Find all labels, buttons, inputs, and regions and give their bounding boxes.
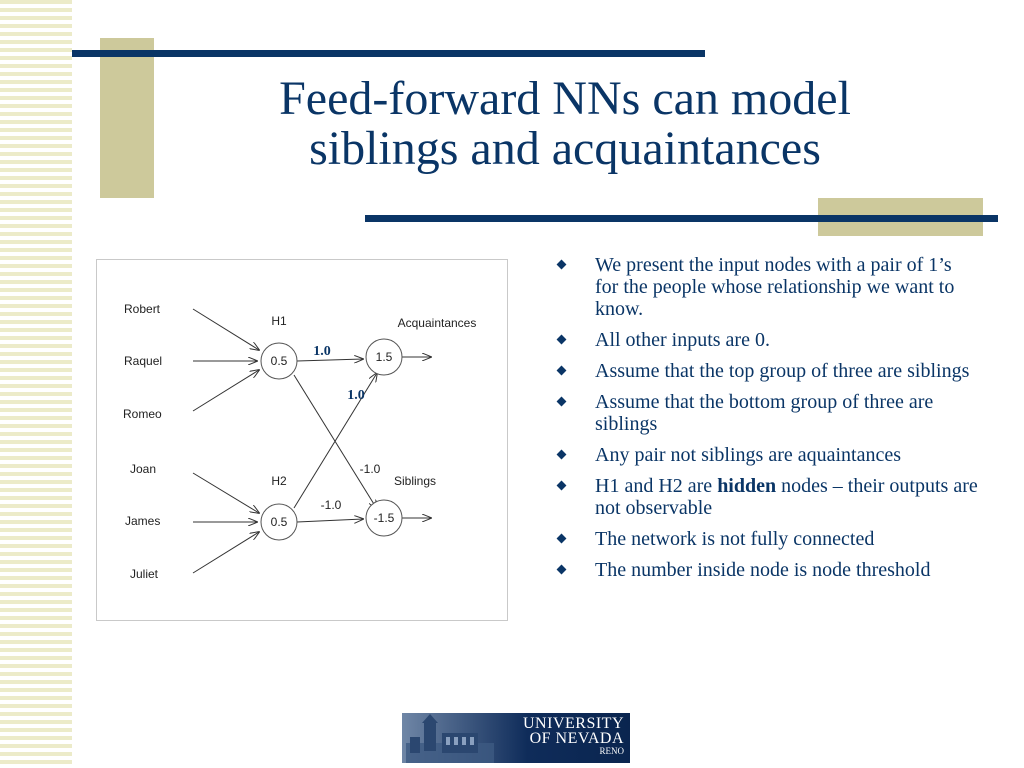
- bullet-item: Any pair not siblings are aquaintances: [556, 444, 978, 466]
- bullet-text-pre: H1 and H2 are: [595, 475, 718, 497]
- bullet-text-post: nodes – their outputs are not observable: [595, 475, 978, 519]
- bullet-text: Assume that the bottom group of three ar…: [595, 391, 934, 435]
- diamond-bullet-icon: [556, 334, 567, 345]
- bullet-list: We present the input nodes with a pair o…: [556, 254, 978, 590]
- diamond-bullet-icon: [556, 396, 567, 407]
- diamond-bullet-icon: [556, 259, 567, 270]
- edge-h1-acquaintances: [296, 359, 363, 361]
- diamond-bullet-icon: [556, 564, 567, 575]
- bullet-text: Assume that the top group of three are s…: [595, 360, 970, 382]
- edge-romeo-h1: [192, 370, 259, 412]
- bullet-text: We present the input nodes with a pair o…: [595, 254, 955, 320]
- network-diagram-svg: 0.5 0.5 1.5 -1.5 H1 H2 Acquaintances Sib…: [123, 302, 477, 581]
- slide-title-line-1: Feed-forward NNs can model: [279, 72, 851, 125]
- bullet-text: The number inside node is node threshold: [595, 559, 931, 581]
- logo-line-university: UNIVERSITY: [523, 715, 624, 732]
- diamond-bullet-icon: [556, 533, 567, 544]
- slide-title: Feed-forward NNs can model siblings and …: [150, 74, 980, 174]
- bullet-text: All other inputs are 0.: [595, 329, 770, 351]
- weight-h2-siblings: -1.0: [321, 498, 342, 512]
- bullet-item: All other inputs are 0.: [556, 329, 978, 351]
- node-acquaintances-threshold: 1.5: [376, 350, 393, 364]
- node-h2: [260, 503, 298, 541]
- input-label-romeo: Romeo: [123, 407, 162, 421]
- edge-h1-siblings: [293, 374, 377, 509]
- node-h1: [260, 342, 298, 380]
- hidden-label-h2: H2: [271, 474, 287, 488]
- weight-h1-siblings: -1.0: [360, 462, 381, 476]
- edge-juliet-h2: [192, 532, 259, 574]
- edge-joan-h2: [192, 472, 259, 513]
- edge-robert-h1: [192, 308, 259, 350]
- title-rule-bottom: [365, 215, 998, 222]
- input-label-raquel: Raquel: [124, 354, 162, 368]
- bullet-item: The number inside node is node threshold: [556, 559, 978, 581]
- diamond-bullet-icon: [556, 365, 567, 376]
- node-h2-threshold: 0.5: [271, 515, 288, 529]
- node-acquaintances: [365, 338, 403, 376]
- edge-h2-acquaintances: [293, 373, 377, 509]
- bullet-item: Assume that the top group of three are s…: [556, 360, 978, 382]
- bullet-text: The network is not fully connected: [595, 528, 875, 550]
- slide-title-line-2: siblings and acquaintances: [309, 122, 821, 175]
- output-label-siblings: Siblings: [394, 474, 436, 488]
- logo-line-of-nevada: OF NEVADA: [529, 730, 624, 747]
- university-logo: UNIVERSITY OF NEVADA RENO: [402, 713, 630, 763]
- input-label-joan: Joan: [130, 462, 156, 476]
- input-label-james: James: [125, 514, 160, 528]
- bullet-item: We present the input nodes with a pair o…: [556, 254, 978, 320]
- node-siblings-threshold: -1.5: [374, 511, 395, 525]
- weight-h1-acquaintances: 1.0: [313, 344, 331, 359]
- bullet-text-bold: hidden: [717, 475, 777, 497]
- bullet-item: H1 and H2 are hidden nodes – their outpu…: [556, 475, 978, 519]
- network-diagram: 0.5 0.5 1.5 -1.5 H1 H2 Acquaintances Sib…: [96, 259, 508, 621]
- bullet-item: The network is not fully connected: [556, 528, 978, 550]
- diamond-bullet-icon: [556, 449, 567, 460]
- accent-block-top-left: [100, 38, 154, 198]
- bullet-item: Assume that the bottom group of three ar…: [556, 391, 978, 435]
- weight-h2-acquaintances: 1.0: [347, 388, 365, 403]
- title-rule-top: [72, 50, 705, 57]
- input-label-juliet: Juliet: [130, 567, 159, 581]
- input-label-robert: Robert: [124, 302, 161, 316]
- decorative-side-stripes: [0, 0, 72, 768]
- node-h1-threshold: 0.5: [271, 354, 288, 368]
- edge-h2-siblings: [296, 519, 363, 522]
- diamond-bullet-icon: [556, 480, 567, 491]
- hidden-label-h1: H1: [271, 314, 287, 328]
- output-label-acquaintances: Acquaintances: [398, 316, 477, 330]
- campus-building-icon: [406, 714, 494, 763]
- logo-text: UNIVERSITY OF NEVADA RENO: [523, 715, 625, 757]
- bullet-text: Any pair not siblings are aquaintances: [595, 444, 902, 466]
- node-siblings: [365, 499, 403, 537]
- logo-line-reno: RENO: [599, 746, 625, 756]
